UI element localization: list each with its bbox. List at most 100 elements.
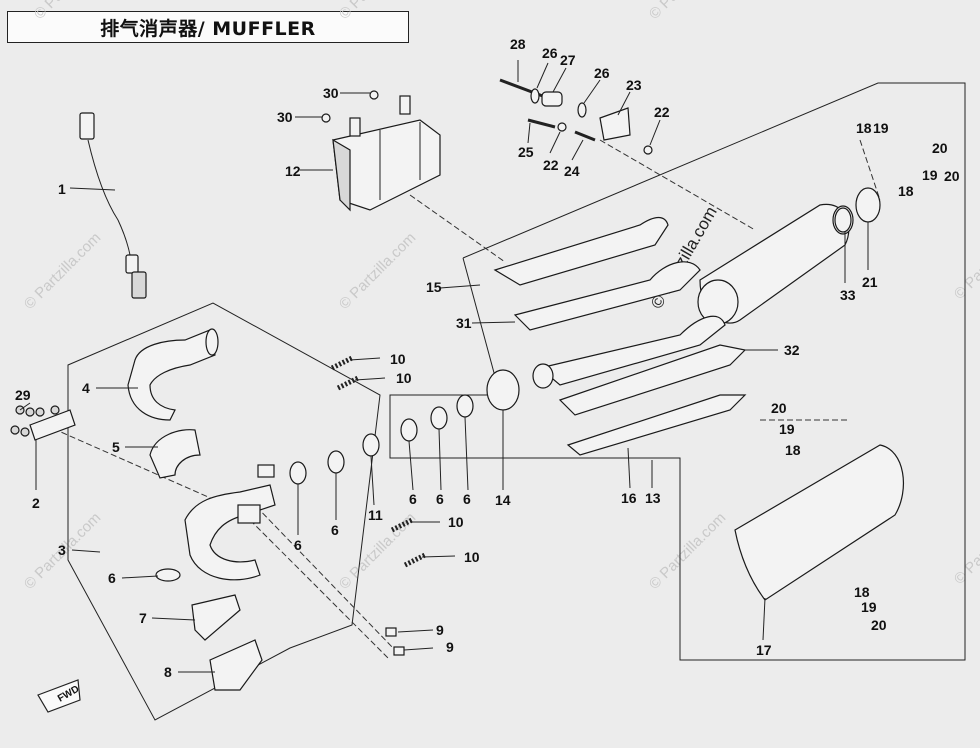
- group-outline-right: [389, 82, 966, 661]
- washer-26: [530, 88, 540, 104]
- fwd-arrow: FWD: [37, 679, 81, 713]
- callout-label: 17: [756, 642, 772, 658]
- dashed-guide: [599, 139, 756, 231]
- watermark: © Partzilla.com: [646, 0, 729, 23]
- callout-label: 10: [396, 370, 412, 386]
- callout-label: 6: [294, 537, 302, 553]
- callout-label: 6: [409, 491, 417, 507]
- callout-label: 20: [932, 140, 948, 156]
- callout-labels: 1 2 3 4 5 6 6 6 6 6 6 7 8 9 9 10 10 10 1…: [15, 36, 960, 680]
- heat-shield-12: [332, 95, 441, 212]
- callout-label: 18: [898, 183, 914, 199]
- clamp-6: [327, 450, 345, 474]
- callout-label: 7: [139, 610, 147, 626]
- shield-7: [191, 594, 241, 641]
- heat-shield-32: [558, 344, 747, 416]
- callout-label: 30: [323, 85, 339, 101]
- dashed-guide: [859, 139, 881, 201]
- callout-label: 26: [542, 45, 558, 61]
- callout-label: 10: [448, 514, 464, 530]
- clamp-6: [430, 406, 448, 430]
- callout-label: 18: [785, 442, 801, 458]
- gasket-14: [486, 369, 520, 411]
- callout-label: 4: [82, 380, 90, 396]
- callout-label: 19: [873, 120, 889, 136]
- callout-label: 9: [446, 639, 454, 655]
- callout-label: 11: [368, 507, 383, 523]
- callout-label: 22: [543, 157, 559, 173]
- clamp-6: [400, 418, 418, 442]
- callout-label: 19: [922, 167, 938, 183]
- dashed-guide: [44, 424, 216, 501]
- callout-label: 33: [840, 287, 856, 303]
- nut-22: [557, 122, 567, 132]
- callout-label: 21: [862, 274, 878, 290]
- heat-shield-15: [493, 216, 669, 286]
- callout-label: 32: [784, 342, 800, 358]
- callout-label: 12: [285, 163, 301, 179]
- callout-label: 2: [32, 495, 40, 511]
- bolt-25: [527, 118, 556, 129]
- bolt-30-upper: [369, 90, 379, 100]
- muffler-guard-17: [734, 444, 904, 601]
- callout-label: 6: [463, 491, 471, 507]
- dashed-guide: [409, 194, 506, 263]
- dashed-guide: [249, 499, 396, 651]
- washer-26: [577, 102, 587, 118]
- y-pipe-3: [184, 464, 276, 581]
- inlet-flange: [532, 363, 554, 389]
- group-outline-left: [67, 302, 381, 721]
- nut-22: [643, 145, 653, 155]
- tail-cap-21: [855, 187, 881, 223]
- callout-label: 5: [112, 439, 120, 455]
- pin-24: [574, 130, 596, 142]
- callout-label: 13: [645, 490, 661, 506]
- dashed-guide: [249, 519, 391, 661]
- watermark: © Partzilla.com: [646, 509, 729, 592]
- callout-label: 15: [426, 279, 442, 295]
- callout-label: 19: [861, 599, 877, 615]
- callout-label: 30: [277, 109, 293, 125]
- callout-label: 24: [564, 163, 580, 179]
- callout-label: 8: [164, 664, 172, 680]
- callout-label: 14: [495, 492, 511, 508]
- watermark: © Partzilla.com: [31, 0, 114, 23]
- callout-label: 27: [560, 52, 576, 68]
- shield-8: [209, 639, 263, 691]
- callout-label: 25: [518, 144, 534, 160]
- heat-shield-16: [566, 394, 747, 456]
- callout-label: 20: [944, 168, 960, 184]
- callout-label: 22: [654, 104, 670, 120]
- watermark: © Partzilla.com: [336, 229, 419, 312]
- title-box: 排气消声器/ MUFFLER: [7, 11, 409, 43]
- bolt-9: [385, 627, 397, 637]
- pipe-5: [149, 429, 201, 479]
- bracket-2: [10, 405, 76, 441]
- clamp-6: [456, 394, 474, 418]
- gasket-11: [362, 433, 380, 457]
- bolt-28: [499, 78, 549, 100]
- bushing-27: [541, 91, 563, 107]
- diagram-title: 排气消声器/ MUFFLER: [100, 17, 316, 40]
- gasket-33: [834, 207, 852, 233]
- callout-label: 6: [436, 491, 444, 507]
- callout-label: 18: [854, 584, 870, 600]
- callout-label: 6: [331, 522, 339, 538]
- callout-label: 10: [464, 549, 480, 565]
- callout-label: 16: [621, 490, 637, 506]
- callout-label: 20: [871, 617, 887, 633]
- leader-lines: [19, 60, 869, 673]
- o2-sensor: [79, 112, 147, 299]
- callout-label: 19: [779, 421, 795, 437]
- muffler-body: [697, 203, 854, 325]
- callout-label: 18: [856, 120, 872, 136]
- clamp-6-left: [155, 568, 181, 582]
- callout-label: 6: [108, 570, 116, 586]
- bracket-23: [599, 107, 631, 141]
- callout-label: 9: [436, 622, 444, 638]
- callout-label: 20: [771, 400, 787, 416]
- callout-label: 28: [510, 36, 526, 52]
- watermark: © Partzilla.com: [21, 229, 104, 312]
- bolt-9: [393, 646, 405, 656]
